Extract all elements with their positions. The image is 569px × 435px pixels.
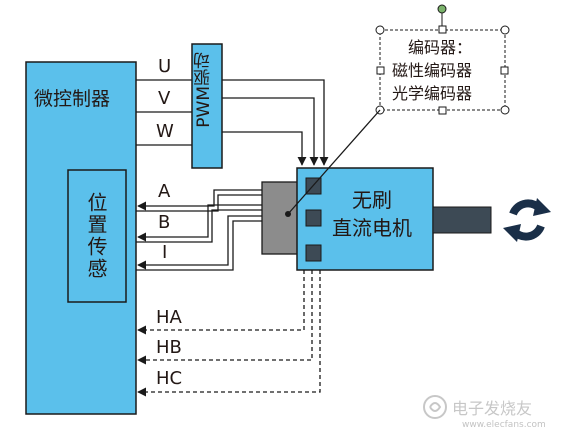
handle-br [500, 105, 510, 115]
hall-sensor-2 [305, 209, 322, 227]
signal-w-label: W [156, 121, 174, 142]
signal-v-label: V [158, 88, 171, 109]
b-line-2 [136, 209, 262, 243]
u-line-out [222, 79, 329, 166]
motor-shaft [432, 206, 492, 234]
watermark-url: www.elecfans.com [462, 420, 546, 430]
encoder-note-line1: 编码器： [408, 38, 473, 57]
signal-ha-label: HA [156, 307, 182, 328]
note-leader-dot [285, 211, 291, 217]
motor-label-line1: 无刷 [352, 188, 392, 212]
hb-line [137, 270, 313, 365]
a-line [137, 189, 262, 211]
handle-tm [438, 25, 447, 34]
encoder-note-box [379, 29, 506, 111]
position-sensor-block [67, 169, 127, 303]
v-line-out [222, 97, 319, 166]
handle-bm [438, 106, 447, 115]
encoder-block [261, 181, 301, 255]
encoder-note-line2: 磁性编码器 [392, 61, 473, 80]
hall-sensor-3 [305, 244, 322, 262]
watermark: 电子发烧友 [422, 392, 562, 422]
pwm-driver-label: PWM驱动 [194, 52, 214, 128]
b-line [137, 204, 262, 242]
a-line-2 [136, 194, 262, 212]
signal-b-label: B [158, 212, 171, 233]
signal-u-label: U [158, 56, 172, 77]
watermark-text: 电子发烧友 [452, 399, 533, 418]
rotate-handle [437, 4, 447, 14]
motor-label-line2: 直流电机 [332, 216, 412, 240]
signal-hc-label: HC [156, 368, 183, 389]
ha-line [137, 270, 305, 335]
watermark-logo-icon [423, 395, 447, 419]
encoder-note-line3: 光学编码器 [392, 84, 473, 103]
pwm-driver-block [191, 43, 223, 169]
mcu-label: 微控制器 [34, 88, 111, 110]
handle-tl [375, 25, 385, 35]
signal-hb-label: HB [156, 337, 182, 358]
w-line-out [222, 131, 307, 166]
note-leader-line [287, 109, 381, 215]
position-sensor-label: 位置传感 [84, 192, 108, 280]
hc-line [137, 270, 321, 397]
i-line [137, 215, 262, 270]
handle-ml [376, 66, 385, 75]
signal-a-label: A [158, 181, 171, 202]
handle-tr [500, 25, 510, 35]
signal-i-label: I [162, 242, 168, 263]
i-line-2 [136, 220, 262, 271]
handle-mr [500, 66, 509, 75]
rotation-arrows-icon [503, 198, 551, 242]
